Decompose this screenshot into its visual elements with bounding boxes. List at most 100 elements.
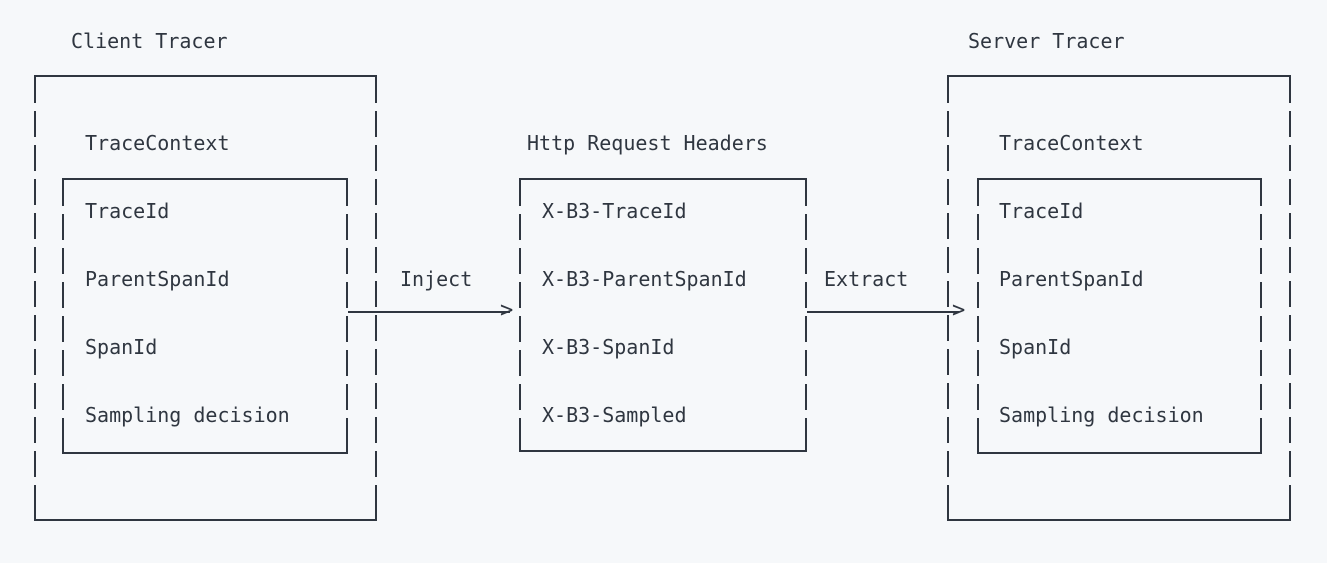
client-field-sampling-decision: Sampling decision (85, 403, 290, 427)
server-inner-right-border (1260, 248, 1262, 274)
server-box-left-border (947, 145, 949, 171)
http-request-headers-title: Http Request Headers (527, 131, 768, 155)
headers-box-left-border (519, 282, 521, 308)
server-inner-left-border (977, 248, 979, 274)
server-box-right-border (1289, 349, 1291, 375)
client-inner-left-border (62, 180, 64, 206)
client-inner-right-border (346, 282, 348, 308)
client-inner-left-border (62, 418, 64, 452)
server-inner-left-border (977, 384, 979, 410)
client-box-right-border (375, 451, 377, 477)
extract-arrow-line (807, 311, 959, 313)
server-inner-left-border (977, 418, 979, 452)
server-box-right-border (1289, 315, 1291, 341)
client-box-left-border (34, 111, 36, 137)
server-box-right-border (1289, 77, 1291, 103)
headers-box-right-border (805, 316, 807, 342)
server-field-traceid: TraceId (999, 199, 1084, 223)
headers-box-left-border (519, 384, 521, 410)
server-box-left-border (947, 247, 949, 273)
server-inner-right-border (1260, 180, 1262, 206)
server-box-bottom-border (947, 519, 1291, 521)
client-inner-left-border (62, 214, 64, 240)
server-box-left-border (947, 179, 949, 205)
inject-arrow-label: Inject (400, 267, 473, 291)
server-inner-right-border (1260, 418, 1262, 452)
headers-box-bottom-border (519, 450, 807, 452)
server-box-left-border (947, 383, 949, 409)
client-box-left-border (34, 213, 36, 239)
client-inner-top-border (62, 178, 348, 180)
headers-box-right-border (805, 214, 807, 240)
headers-box-left-border (519, 350, 521, 376)
server-field-spanid: SpanId (999, 335, 1072, 359)
headers-box-left-border (519, 418, 521, 450)
client-inner-right-border (346, 384, 348, 410)
server-box-left-border (947, 349, 949, 375)
client-box-left-border (34, 315, 36, 341)
server-tracer-title: Server Tracer (968, 29, 1125, 53)
headers-box-left-border (519, 214, 521, 240)
client-box-left-border (34, 451, 36, 477)
server-box-right-border (1289, 383, 1291, 409)
headers-box-right-border (805, 418, 807, 450)
client-box-left-border (34, 485, 36, 519)
client-box-left-border (34, 247, 36, 273)
headers-box-top-border (519, 178, 807, 180)
client-inner-right-border (346, 350, 348, 376)
server-box-left-border (947, 77, 949, 103)
header-field-x-b3-traceid: X-B3-TraceId (542, 199, 687, 223)
client-inner-bottom-border (62, 452, 348, 454)
client-box-bottom-border (34, 519, 377, 521)
server-inner-left-border (977, 214, 979, 240)
header-field-x-b3-sampled: X-B3-Sampled (542, 403, 687, 427)
server-box-top-border (947, 75, 1291, 77)
server-box-right-border (1289, 485, 1291, 519)
headers-box-right-border (805, 282, 807, 308)
client-box-right-border (375, 485, 377, 519)
client-inner-right-border (346, 214, 348, 240)
server-inner-right-border (1260, 214, 1262, 240)
client-box-left-border (34, 349, 36, 375)
client-box-top-border (34, 75, 377, 77)
client-field-traceid: TraceId (85, 199, 170, 223)
client-box-right-border (375, 315, 377, 341)
headers-box-left-border (519, 248, 521, 274)
server-box-left-border (947, 281, 949, 307)
headers-box-right-border (805, 384, 807, 410)
client-inner-right-border (346, 180, 348, 206)
headers-box-left-border (519, 316, 521, 342)
extract-arrow-head: > (952, 298, 966, 323)
inject-arrow-head: > (500, 298, 514, 323)
client-box-right-border (375, 145, 377, 171)
client-inner-right-border (346, 316, 348, 342)
server-box-right-border (1289, 111, 1291, 137)
server-box-right-border (1289, 451, 1291, 477)
server-inner-right-border (1260, 384, 1262, 410)
server-box-right-border (1289, 281, 1291, 307)
server-inner-right-border (1260, 282, 1262, 308)
server-inner-left-border (977, 282, 979, 308)
client-box-left-border (34, 417, 36, 443)
client-box-right-border (375, 179, 377, 205)
headers-box-right-border (805, 180, 807, 206)
headers-box-right-border (805, 350, 807, 376)
server-box-left-border (947, 451, 949, 477)
server-inner-right-border (1260, 316, 1262, 342)
server-inner-left-border (977, 316, 979, 342)
client-tracecontext-title: TraceContext (85, 131, 230, 155)
client-box-right-border (375, 111, 377, 137)
client-tracer-title: Client Tracer (71, 29, 228, 53)
client-box-left-border (34, 145, 36, 171)
server-inner-right-border (1260, 350, 1262, 376)
server-field-parentspanid: ParentSpanId (999, 267, 1144, 291)
client-box-right-border (375, 247, 377, 273)
client-inner-left-border (62, 350, 64, 376)
client-box-right-border (375, 383, 377, 409)
server-box-right-border (1289, 213, 1291, 239)
server-box-right-border (1289, 247, 1291, 273)
server-box-left-border (947, 315, 949, 341)
client-box-left-border (34, 383, 36, 409)
server-tracecontext-title: TraceContext (999, 131, 1144, 155)
server-box-left-border (947, 417, 949, 443)
